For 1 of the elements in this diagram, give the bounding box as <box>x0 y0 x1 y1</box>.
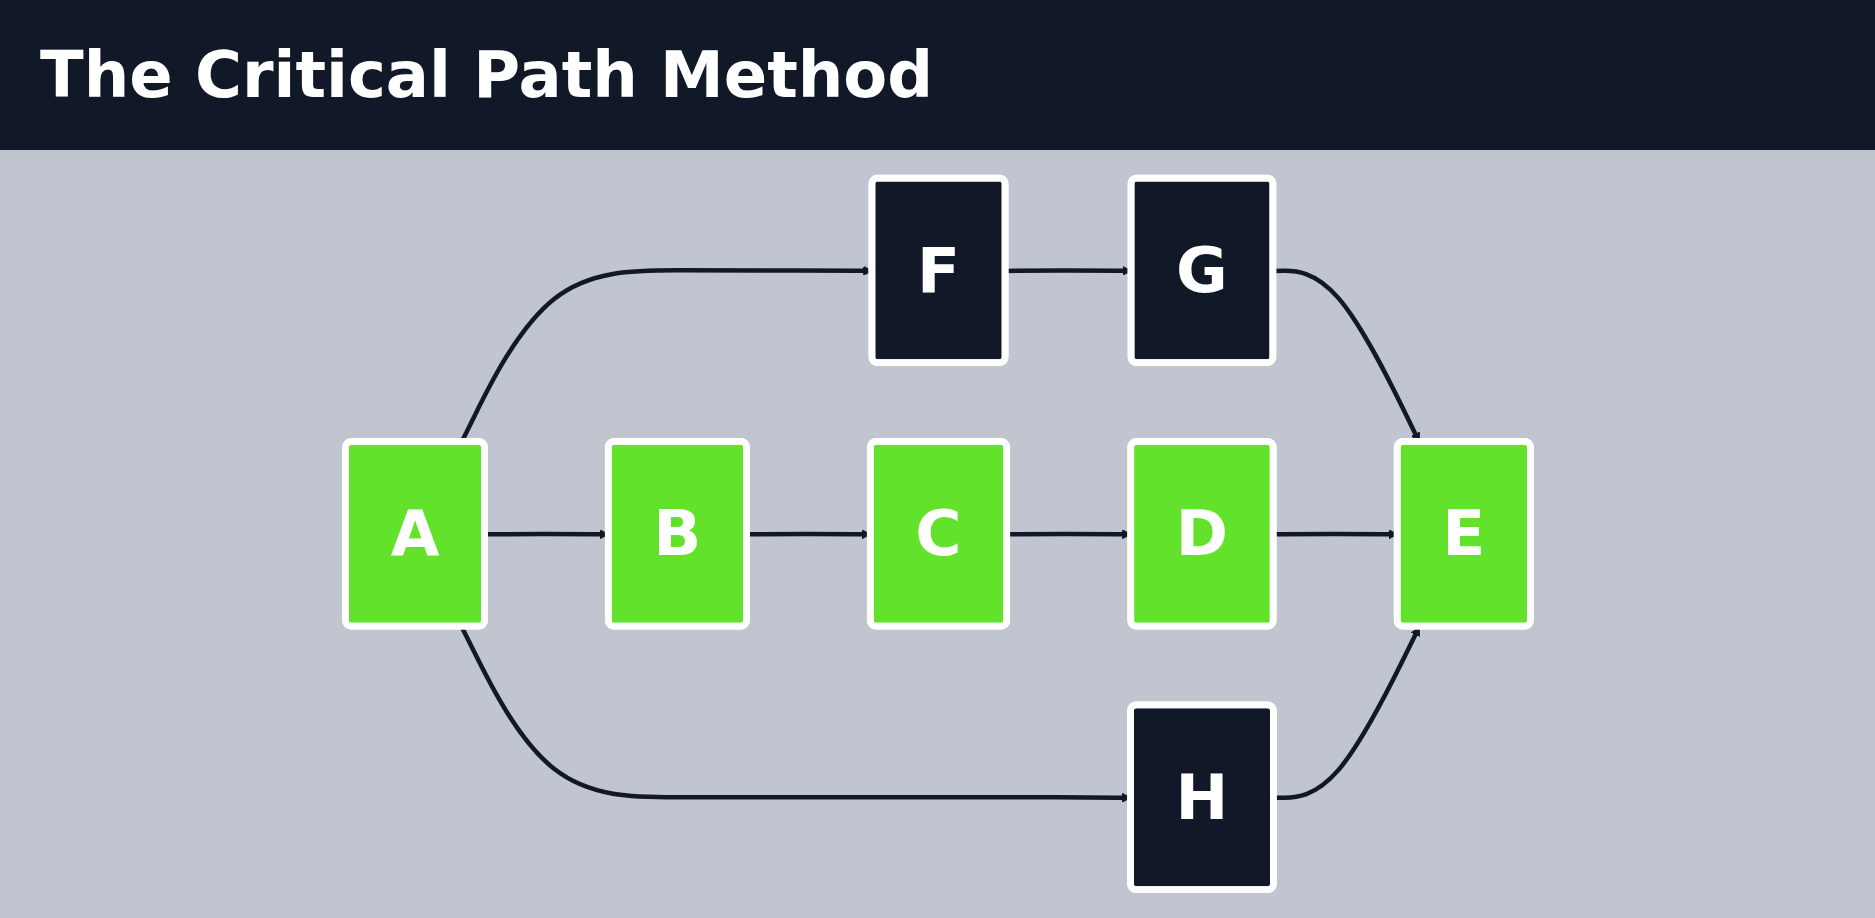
title: The Critical Path Method <box>40 38 934 112</box>
